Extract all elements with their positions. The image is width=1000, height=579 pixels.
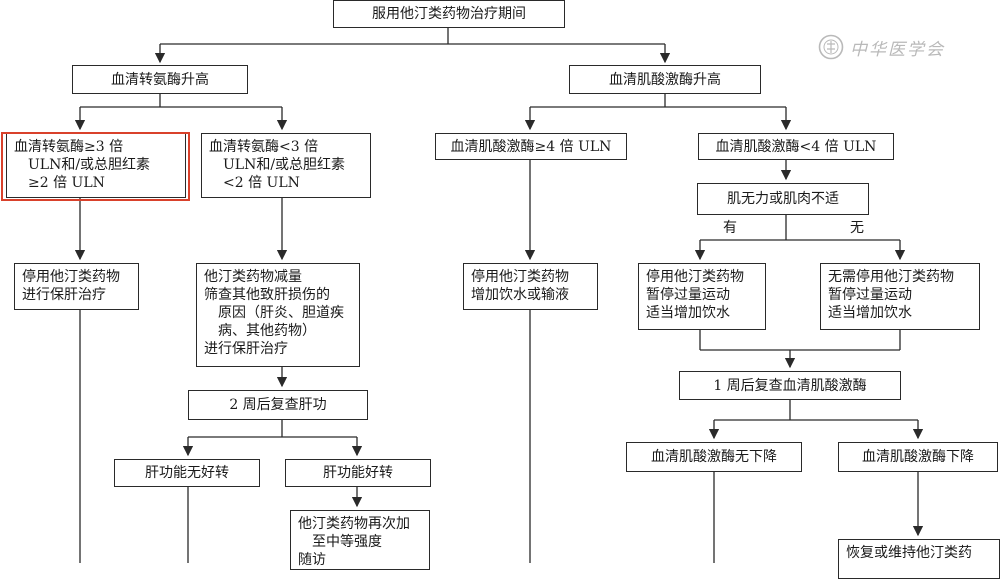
statin-treatment-period-box: 服用他汀类药物治疗期间	[333, 0, 565, 28]
statin-readd-line: 他汀类药物再次加	[298, 516, 410, 532]
ck-recheck-label: 1 周后复查血清肌酸激酶	[713, 377, 867, 394]
transaminase-low-line: <2 倍 ULN	[223, 175, 300, 191]
liver-recheck-box: 2 周后复查肝功	[188, 390, 368, 420]
stop-statin-fluid-line: 停用他汀类药物	[471, 269, 569, 285]
ck-low-label: 血清肌酸激酶<4 倍 ULN	[715, 138, 877, 155]
ck-low-box: 血清肌酸激酶<4 倍 ULN	[698, 133, 894, 160]
liver-improve-label: 肝功能好转	[323, 465, 393, 481]
highlight-frame	[1, 132, 190, 201]
watermark: 中华医学会	[818, 34, 945, 60]
no-label: 无	[850, 220, 864, 236]
continue-statin-line: 无需停用他汀类药物	[828, 269, 954, 285]
transaminase-high-line: ≥2 倍 ULN	[28, 175, 105, 191]
stop-statin-liver-line: 进行保肝治疗	[22, 287, 106, 303]
liver-no-improve-box: 肝功能无好转	[114, 459, 260, 487]
stop-statin-liver-line: 停用他汀类药物	[22, 269, 120, 285]
flow-connectors	[74, 27, 924, 563]
reduce-statin-line: 进行保肝治疗	[204, 341, 288, 357]
stop-statin-symptom-line: 适当增加饮水	[646, 305, 730, 321]
ck-high-label: 血清肌酸激酶≥4 倍 ULN	[450, 138, 612, 155]
muscle-symptom-label: 肌无力或肌肉不适	[727, 191, 839, 207]
liver-improve-box: 肝功能好转	[285, 459, 431, 487]
ck-high-box: 血清肌酸激酶≥4 倍 ULN	[435, 133, 627, 160]
transaminase-high-line: 血清转氨酶≥3 倍	[14, 139, 124, 155]
statin-readd-line: 至中等强度	[312, 534, 382, 550]
reduce-statin-line: 筛查其他致肝损伤的	[204, 287, 330, 303]
transaminase-high-line: ULN和/或总胆红素	[28, 157, 151, 173]
resume-statin-box: 恢复或维持他汀类药	[838, 539, 1000, 579]
statin-treatment-period-label: 服用他汀类药物治疗期间	[372, 6, 526, 22]
stop-statin-fluid-line: 增加饮水或输液	[471, 287, 569, 303]
ck-elevated-box: 血清肌酸激酶升高	[569, 65, 761, 94]
reduce-statin-box: 他汀类药物减量 筛查其他致肝损伤的 原因（肝炎、胆道疾 病、其他药物） 进行保肝…	[196, 263, 360, 367]
society-seal-icon	[818, 34, 844, 60]
continue-statin-box: 无需停用他汀类药物 暂停过量运动 适当增加饮水	[820, 263, 980, 330]
stop-statin-liver-box: 停用他汀类药物 进行保肝治疗	[14, 263, 139, 310]
ck-no-drop-box: 血清肌酸激酶无下降	[626, 442, 802, 472]
stop-statin-symptom-box: 停用他汀类药物 暂停过量运动 适当增加饮水	[638, 263, 766, 330]
transaminase-low-line: 血清转氨酶<3 倍	[209, 139, 319, 155]
reduce-statin-line: 病、其他药物）	[218, 323, 316, 339]
yes-label: 有	[723, 220, 737, 236]
liver-recheck-label: 2 周后复查肝功	[229, 397, 327, 413]
reduce-statin-line: 原因（肝炎、胆道疾	[218, 305, 344, 321]
transaminase-elevated-label: 血清转氨酶升高	[111, 71, 209, 88]
ck-recheck-box: 1 周后复查血清肌酸激酶	[679, 371, 901, 400]
ck-drop-label: 血清肌酸激酶下降	[862, 449, 974, 465]
ck-elevated-label: 血清肌酸激酶升高	[609, 71, 721, 88]
transaminase-elevated-box: 血清转氨酶升高	[72, 65, 248, 94]
resume-statin-label: 恢复或维持他汀类药	[846, 545, 972, 561]
statin-readd-line: 随访	[298, 552, 326, 568]
liver-no-improve-label: 肝功能无好转	[145, 465, 229, 481]
continue-statin-line: 暂停过量运动	[828, 287, 912, 303]
continue-statin-line: 适当增加饮水	[828, 305, 912, 321]
stop-statin-symptom-line: 暂停过量运动	[646, 287, 730, 303]
stop-statin-symptom-line: 停用他汀类药物	[646, 269, 744, 285]
transaminase-low-line: ULN和/或总胆红素	[223, 157, 346, 173]
ck-drop-box: 血清肌酸激酶下降	[838, 442, 998, 472]
stop-statin-fluid-box: 停用他汀类药物 增加饮水或输液	[463, 263, 598, 310]
transaminase-low-box: 血清转氨酶<3 倍 ULN和/或总胆红素 <2 倍 ULN	[201, 133, 371, 198]
watermark-text: 中华医学会	[850, 39, 945, 60]
ck-no-drop-label: 血清肌酸激酶无下降	[651, 449, 777, 465]
muscle-symptom-box: 肌无力或肌肉不适	[697, 183, 869, 215]
statin-readd-box: 他汀类药物再次加 至中等强度 随访	[290, 510, 430, 570]
reduce-statin-line: 他汀类药物减量	[204, 269, 302, 285]
